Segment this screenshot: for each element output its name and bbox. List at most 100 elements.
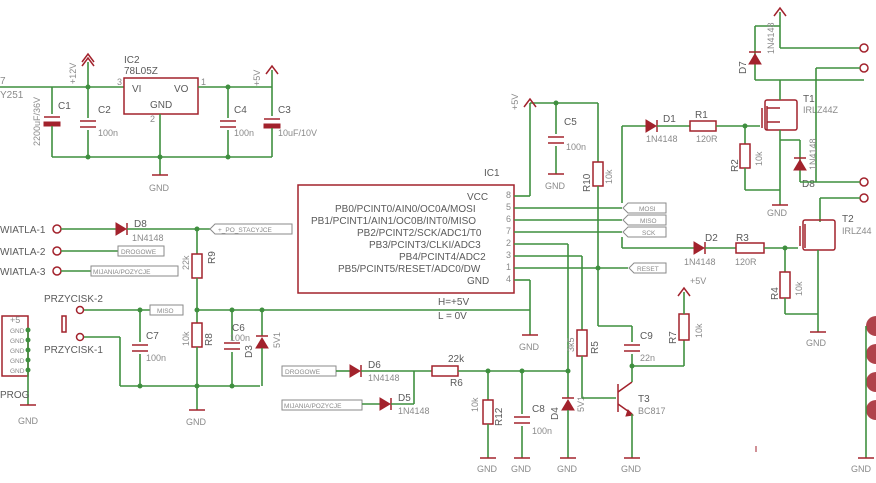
ic1-pin-pb5: PB5/PCINT5/RESET/ADC0/DW <box>338 264 481 275</box>
button-przycisk-2-label: PRZYCISK-2 <box>44 294 103 305</box>
t3-gnd-label: GND <box>621 464 642 474</box>
d5-name: D5 <box>398 393 411 404</box>
d7-value: 1N4148 <box>766 22 776 54</box>
d6-value: 1N4148 <box>368 373 400 383</box>
d8-diode <box>115 222 127 236</box>
ic1-microcontroller: IC1 VCC PB0/PCINT0/AIN0/OC0A/MOSI PB1/PC… <box>297 168 628 352</box>
ic2-vo: VO <box>174 84 189 95</box>
input-swiatla-3-label: WIATLA-3 <box>0 267 46 278</box>
output2-plus-terminal <box>859 177 869 187</box>
c6-name: C6 <box>232 323 245 334</box>
vcc-section: +5V C5 100n GND R10 10k <box>510 94 614 271</box>
ic1-pin-pb2: PB2/PCINT2/SCK/ADC1/T0 <box>357 228 482 239</box>
c9-value: 22n <box>640 353 655 363</box>
t2-mosfet <box>802 219 836 251</box>
ic2-gnd: GND <box>150 100 172 111</box>
c1-name: C1 <box>58 101 71 112</box>
c4-value: 100n <box>234 128 254 138</box>
d8-name: D8 <box>134 219 147 230</box>
ic1-pin-num-3: 3 <box>506 250 511 260</box>
t3-value: BC817 <box>638 406 666 416</box>
ic2-pin2: 2 <box>150 114 155 124</box>
r7-value: 10k <box>694 323 704 338</box>
supply-5v-r7-arrow-icon <box>677 286 691 297</box>
d1-diode <box>645 119 657 133</box>
supply-5v-mcu-arrow-icon <box>523 97 537 108</box>
c8-value: 100n <box>532 426 552 436</box>
d4-zener-diode <box>561 399 575 411</box>
t3-name: T3 <box>638 394 650 405</box>
c7-value: 100n <box>146 353 166 363</box>
button-przycisk-1-label: PRZYCISK-1 <box>44 345 103 356</box>
supply-12v-label: +12V <box>68 63 78 84</box>
d6-diode <box>349 364 361 378</box>
prog-pin-6: GND <box>10 368 25 375</box>
c8-gnd-label: GND <box>511 464 532 474</box>
r4-value: 10k <box>794 281 804 296</box>
d2-diode <box>693 241 705 255</box>
r10-value: 10k <box>604 169 614 184</box>
d4-name: D4 <box>550 407 561 420</box>
r8-value: 10k <box>181 331 191 346</box>
r3-value: 120R <box>735 257 757 267</box>
t1-value: IRLZ44Z <box>803 105 839 115</box>
ic1-pin-pb3: PB3/PCINT3/CLKI/ADC3 <box>369 240 481 251</box>
r10-resistor <box>592 161 604 187</box>
output-stage-1: D1 1N4148 R1 120R R2 10k T1 IRLZ44Z GND <box>621 6 869 222</box>
r10-name: R10 <box>582 173 593 192</box>
light-inputs: WIATLA-1 WIATLA-2 WIATLA-3 D8 1N4148 +_P… <box>0 219 293 278</box>
t1-mosfet <box>764 99 798 131</box>
input-swiatla-2-label: WIATLA-2 <box>0 247 46 258</box>
t1-name: T1 <box>803 94 815 105</box>
r9-resistor <box>191 253 203 279</box>
ic1-pin-vcc: VCC <box>467 192 488 203</box>
right-gnd-label: GND <box>851 464 872 474</box>
net-drogowe: DROGOWE <box>121 249 157 256</box>
r6-resistor <box>431 365 459 377</box>
supply-5v-mcu-label: +5V <box>510 94 520 110</box>
r8-resistor <box>191 322 203 348</box>
r5-name: R5 <box>590 341 601 354</box>
ic1-pin-num-8: 8 <box>506 190 511 200</box>
ic1-gnd-label: GND <box>519 342 540 352</box>
d5-value: 1N4148 <box>398 406 430 416</box>
supply-5v-arrow-icon <box>265 64 279 75</box>
button-switch-icon <box>61 315 67 333</box>
prog-connector: +5 GND GND GND GND GND PROG GND <box>0 315 39 426</box>
ic2-pin1: 1 <box>201 77 206 87</box>
d3-value: 5V1 <box>272 332 282 348</box>
net-mosi: MOSI <box>639 206 656 213</box>
net-drogowe-2: DROGOWE <box>285 369 321 376</box>
ic1-pin-gnd: GND <box>467 276 489 287</box>
prog-header <box>1 315 29 377</box>
c3-name: C3 <box>278 105 291 116</box>
prog-pin-4: GND <box>10 348 25 355</box>
r2-value: 10k <box>754 151 764 166</box>
ic2-pin3: 3 <box>117 77 122 87</box>
ic1-pin-pb4: PB4/PCINT4/ADC2 <box>399 252 486 263</box>
r4-name: R4 <box>770 287 781 300</box>
ic2-value: 78L05Z <box>124 66 158 77</box>
right-connector-partial: GND <box>755 316 876 474</box>
ic1-pin-pb1: PB1/PCINT1/AIN1/OC0B/INT0/MISO <box>311 216 476 227</box>
ic1-note-low: L = 0V <box>438 311 467 322</box>
d4-gnd-label: GND <box>557 464 578 474</box>
d3-name: D3 <box>244 345 255 358</box>
net-po-stacyjce: +_PO_STACYJCE <box>218 227 273 234</box>
d8-right-diode <box>793 159 807 171</box>
prog-pin-2: GND <box>10 328 25 335</box>
ic1-pin-num-7: 7 <box>506 226 511 236</box>
d3-zener-diode <box>255 337 269 349</box>
t2-value: IRLZ44 <box>842 226 872 236</box>
ic1-pin-pb0: PB0/PCINT0/AIN0/OC0A/MOSI <box>335 204 476 215</box>
r5-resistor <box>576 329 588 357</box>
output1-minus-terminal <box>859 63 869 73</box>
ic1-name: IC1 <box>484 168 500 179</box>
net-mijania: MIJANIA/POZYCJE <box>93 269 151 276</box>
r7-name: R7 <box>668 331 679 344</box>
r5-value: 3k5 <box>566 337 576 352</box>
ic1-pin-num-4: 4 <box>506 274 511 284</box>
c3-value: 10uF/10V <box>278 128 317 138</box>
r8-name: R8 <box>204 333 215 346</box>
